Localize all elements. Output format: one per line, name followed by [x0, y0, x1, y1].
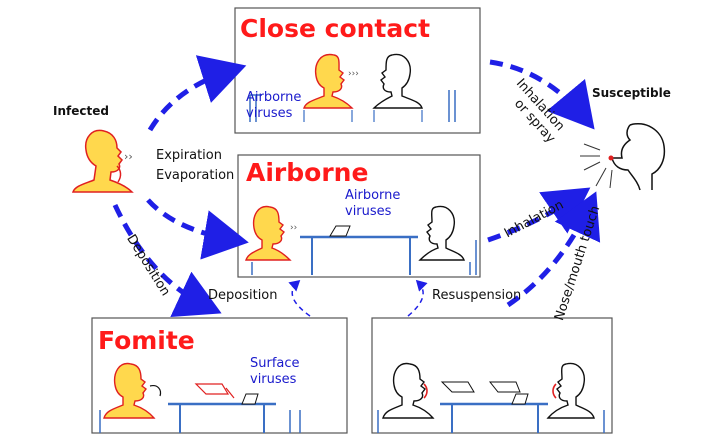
airborne-title: Airborne: [246, 158, 369, 187]
arrow-infected-to-close-contact: [147, 55, 247, 132]
fomite-note-line2: viruses: [250, 372, 297, 387]
infected-person-icon: ››: [71, 129, 134, 193]
susceptible-person-icon: [580, 123, 666, 191]
arrow-close-contact-to-susceptible: [489, 59, 595, 130]
arrow-infected-to-airborne: [146, 198, 249, 260]
arrow-resuspension: [407, 279, 428, 317]
fomite-scene: [99, 362, 301, 433]
expiration-label: Expiration: [156, 148, 222, 163]
close-contact-scene: ›››: [249, 53, 456, 122]
close-contact-note-line1: Airborne: [246, 90, 302, 105]
evaporation-label: Evaporation: [156, 168, 235, 183]
svg-text:››: ››: [290, 223, 297, 233]
susceptible-label: Susceptible: [592, 86, 671, 100]
fomite-note-line1: Surface: [250, 356, 300, 371]
airborne-note-line2: viruses: [345, 204, 392, 219]
resuspension-scene: [377, 362, 605, 433]
svg-text:›››: ›››: [348, 69, 359, 79]
airborne-note: Airborne viruses: [345, 188, 400, 220]
close-contact-note: Airborne viruses: [246, 90, 301, 122]
arrow-infected-to-fomite: [112, 203, 222, 317]
close-contact-title: Close contact: [240, 14, 431, 43]
resuspension-label: Resuspension: [432, 288, 522, 303]
deposition-label: Deposition: [208, 288, 278, 303]
arrow-deposition: [288, 280, 311, 317]
fomite-note: Surface viruses: [250, 356, 300, 388]
close-contact-panel: [234, 7, 481, 134]
airborne-note-line1: Airborne: [345, 188, 401, 203]
close-contact-note-line2: viruses: [246, 106, 293, 121]
airborne-scene: ››: [245, 205, 477, 275]
svg-text:››: ››: [124, 150, 133, 163]
infected-label: Infected: [53, 104, 109, 118]
fomite-title: Fomite: [98, 326, 195, 355]
arrow-resuspension-to-susceptible: [506, 191, 601, 308]
